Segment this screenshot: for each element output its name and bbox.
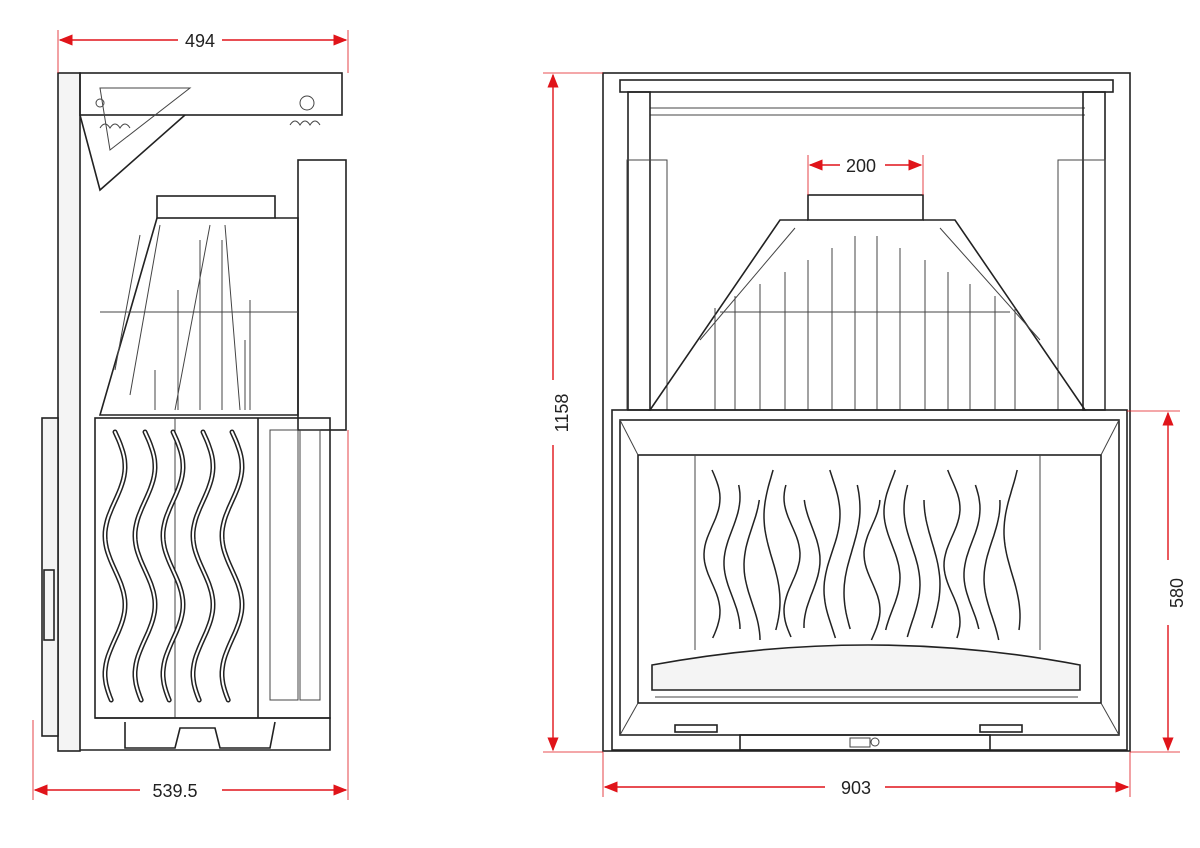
flame-line (963, 484, 981, 630)
flame-line (943, 469, 961, 639)
side-view (41, 72, 347, 752)
wave-tube-highlight (133, 431, 157, 701)
dimension-539-5: 539.5 (32, 430, 349, 801)
flame-line (843, 484, 861, 630)
wave-tube-highlight (220, 431, 244, 701)
flame-line (803, 499, 821, 628)
front-log-grate (651, 644, 1081, 691)
side-hood (98, 217, 299, 416)
dimension-1158: 1158 (543, 72, 603, 753)
side-damper-box (297, 159, 347, 431)
front-glass (637, 454, 1102, 704)
front-outer-frame (602, 72, 1131, 752)
dimension-label: 200 (846, 156, 876, 176)
flame-line (863, 499, 881, 641)
front-right-rail (1082, 91, 1106, 411)
side-heat-exchanger-waves (102, 429, 245, 703)
flame-line (763, 469, 781, 631)
dimension-label: 539.5 (152, 781, 197, 801)
dimension-label: 580 (1167, 578, 1187, 608)
dimension-label: 903 (841, 778, 871, 798)
wave-tube-highlight (103, 431, 127, 701)
side-door-handle-plate (41, 417, 59, 737)
dimension-label: 1158 (552, 394, 572, 433)
side-front-frame (57, 72, 81, 752)
wave-tube-highlight (161, 431, 185, 701)
flame-line (1003, 469, 1021, 631)
dimension-903: 903 (602, 752, 1131, 798)
front-left-rail (627, 91, 651, 411)
flame-line (923, 499, 941, 629)
front-flue-collar (807, 194, 924, 221)
flame-line (983, 499, 1001, 641)
flame-line (783, 484, 801, 638)
side-top-bracket (79, 72, 343, 116)
dimension-200: 200 (807, 155, 924, 195)
wave-tube-highlight (191, 431, 215, 701)
flame-line (703, 469, 721, 639)
flame-line (823, 469, 841, 639)
dimension-580: 580 (1127, 410, 1187, 753)
front-flame-pattern (703, 469, 1021, 641)
flame-line (723, 484, 741, 630)
front-view (602, 72, 1131, 752)
side-brace (79, 114, 186, 192)
front-door-frame (611, 409, 1128, 751)
flame-line (903, 484, 921, 638)
dimension-label: 494 (185, 31, 215, 51)
dimension-494: 494 (57, 30, 349, 73)
front-control-bar (739, 734, 991, 751)
side-flue-collar (156, 195, 276, 219)
flame-line (743, 499, 761, 641)
hood-fins (714, 236, 1016, 410)
flame-line (883, 469, 901, 631)
